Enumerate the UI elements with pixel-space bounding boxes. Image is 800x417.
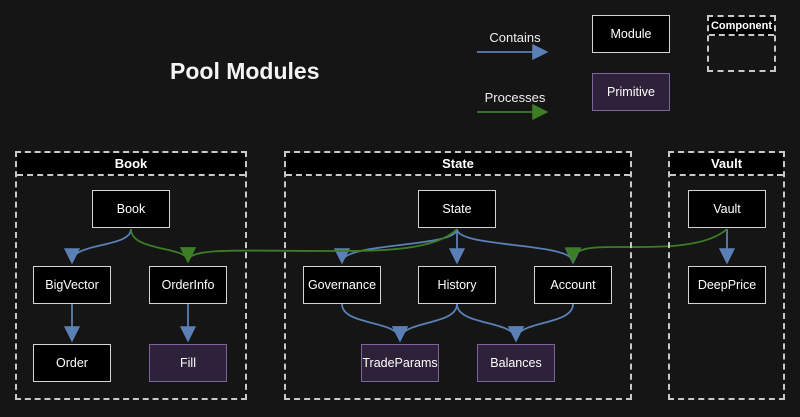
node-account: Account [534, 266, 612, 304]
node-fill: Fill [149, 344, 227, 382]
edge-vault-account [564, 228, 728, 264]
node-deepprice: DeepPrice [688, 266, 766, 304]
legend-component-box: Component [707, 15, 776, 72]
node-bigvector: BigVector [33, 266, 111, 304]
edge-history-tradeparams [391, 303, 458, 343]
node-governance: Governance [303, 266, 381, 304]
group-state: State [284, 151, 632, 400]
node-state: State [418, 190, 496, 228]
node-book: Book [92, 190, 170, 228]
legend-module-node: Module [592, 15, 670, 53]
edge-account-balances [507, 303, 574, 343]
legend-contains-label: Contains [489, 30, 541, 45]
node-balances: Balances [477, 344, 555, 382]
legend-processes-label: Processes [484, 90, 546, 105]
legend-component-label: Component [709, 17, 774, 36]
node-tradeparams: TradeParams [361, 344, 439, 382]
group-book-header: Book [17, 153, 245, 176]
node-vault: Vault [688, 190, 766, 228]
edge-state-orderinfo [179, 228, 458, 264]
group-state-header: State [286, 153, 630, 176]
node-orderinfo: OrderInfo [149, 266, 227, 304]
edge-book-bigvector [63, 228, 132, 265]
legend-primitive-node: Primitive [592, 73, 670, 111]
edge-state-governance [333, 228, 458, 265]
node-order: Order [33, 344, 111, 382]
page-title: Pool Modules [170, 58, 320, 84]
group-vault-header: Vault [670, 153, 783, 176]
group-vault: Vault [668, 151, 785, 400]
group-book: Book [15, 151, 247, 400]
node-history: History [418, 266, 496, 304]
